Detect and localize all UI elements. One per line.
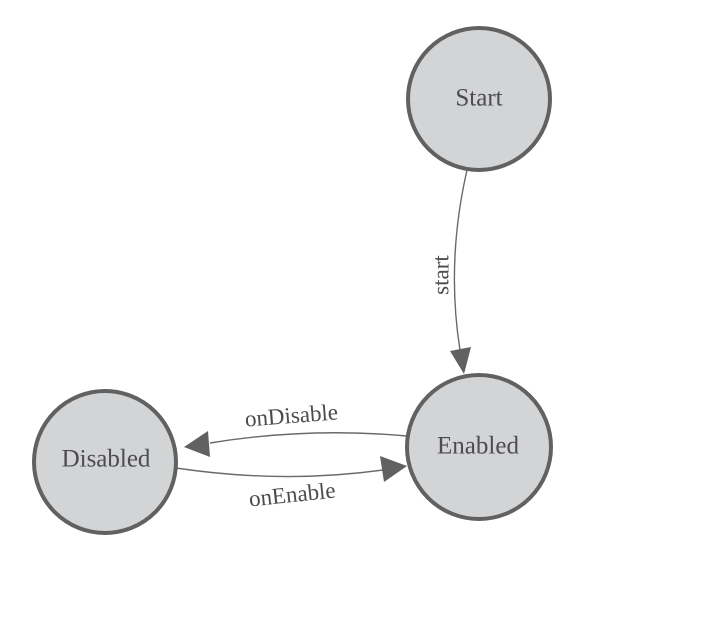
edge-start-to-enabled — [453, 169, 468, 351]
state-node-disabled[interactable] — [32, 389, 178, 535]
state-label-enabled: Enabled — [437, 433, 519, 460]
edge-label-start: start — [429, 255, 454, 295]
state-label-disabled: Disabled — [62, 446, 151, 473]
state-node-enabled[interactable] — [405, 373, 553, 521]
state-node-start[interactable] — [406, 26, 552, 172]
arrowhead-enabled-to-disabled-icon — [184, 431, 210, 457]
edge-disabled-to-enabled — [175, 467, 384, 478]
edge-enabled-to-disabled — [209, 432, 408, 444]
edge-label-ondisable: onDisable — [244, 399, 339, 431]
edge-label-onenable: onEnable — [248, 478, 337, 512]
arrowhead-start-to-enabled-icon — [450, 347, 471, 374]
state-label-start: Start — [455, 85, 502, 112]
arrowhead-disabled-to-enabled-icon — [380, 456, 407, 482]
